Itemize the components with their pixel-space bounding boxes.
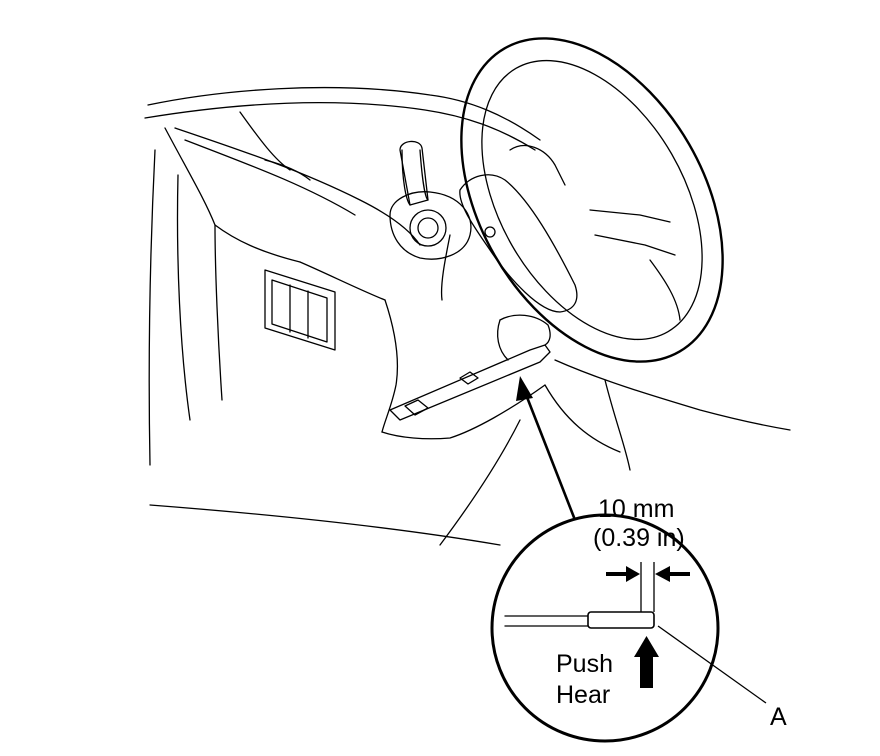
measure-in-label: (0.39 in) — [593, 524, 685, 552]
part-a-leader — [657, 625, 767, 704]
dashboard-outline — [144, 86, 541, 466]
detail-leader-arrow — [516, 376, 577, 521]
push-arrow-icon — [634, 636, 659, 688]
gap-arrow-right-icon — [655, 566, 690, 582]
gap-arrow-left-icon — [606, 566, 640, 582]
steering-column — [389, 140, 472, 260]
hear-label: Hear — [556, 681, 610, 709]
push-label: Push — [556, 650, 613, 678]
part-a-label: A — [770, 703, 787, 731]
lower-dash-panel — [149, 299, 791, 546]
column-cover-bracket — [389, 314, 551, 421]
measure-mm-label: 10 mm — [598, 495, 674, 523]
steering-wheel — [440, 37, 724, 363]
detail-magnifier — [490, 513, 720, 743]
dash-vent — [264, 269, 336, 351]
